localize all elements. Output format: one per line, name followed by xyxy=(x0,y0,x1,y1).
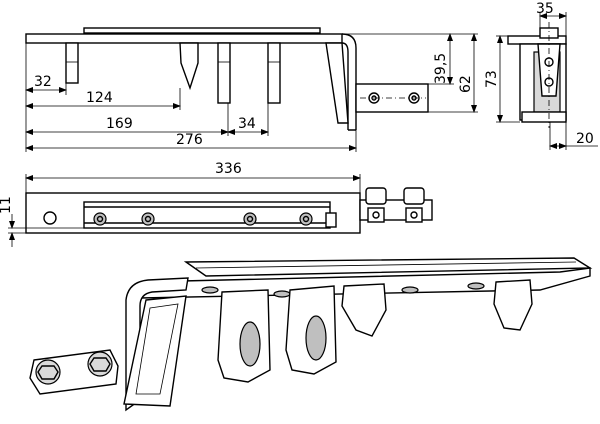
dim-276: 276 xyxy=(176,132,203,148)
dim-34: 34 xyxy=(238,116,256,132)
dim-11: 11 xyxy=(0,196,14,214)
dim-169: 169 xyxy=(106,116,133,132)
front-view: 32 124 169 34 276 39,5 62 xyxy=(25,27,478,152)
dim-20: 20 xyxy=(576,131,594,147)
dim-32: 32 xyxy=(34,74,52,90)
dim-336: 336 xyxy=(215,161,242,177)
side-view: 35 73 20 xyxy=(484,1,598,150)
dim-35: 35 xyxy=(536,1,554,17)
dim-124: 124 xyxy=(86,90,113,106)
dim-73: 73 xyxy=(484,70,500,88)
isometric-view xyxy=(29,257,593,412)
dim-39-5: 39,5 xyxy=(433,53,449,84)
top-view: 336 11 xyxy=(0,161,433,247)
dim-62: 62 xyxy=(458,75,474,93)
